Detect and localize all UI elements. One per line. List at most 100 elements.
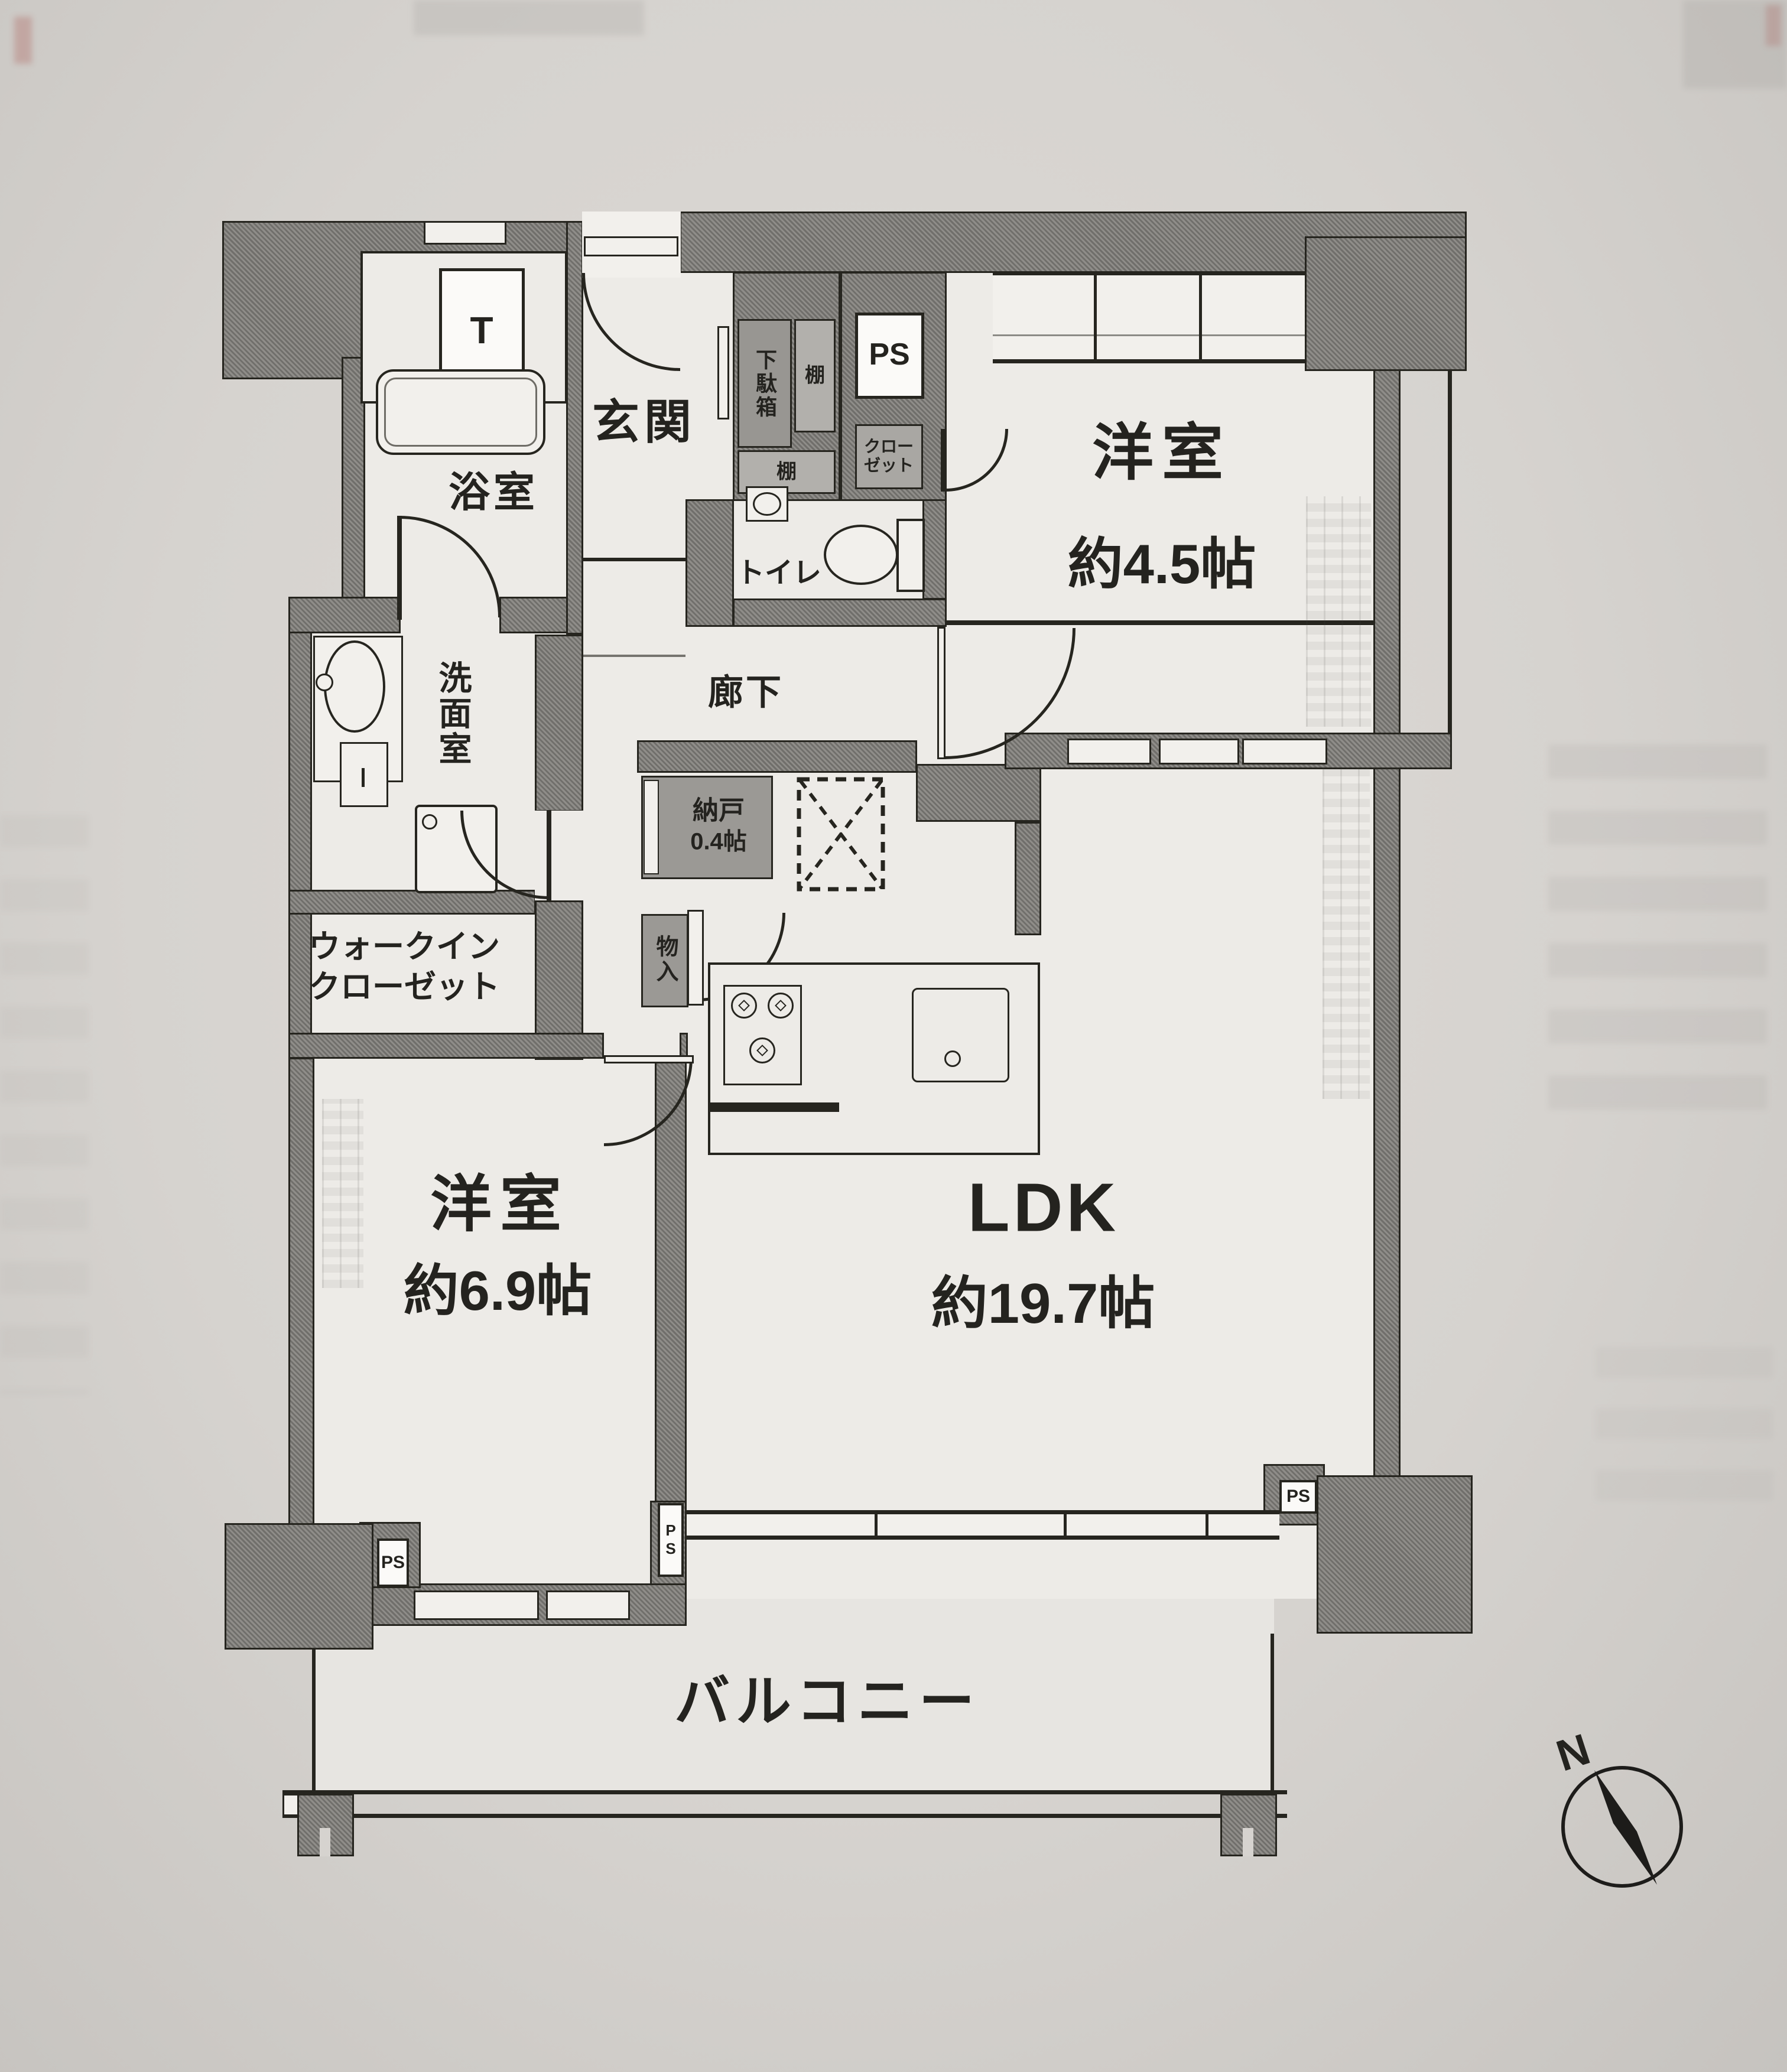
toilet-hand-sink-basin xyxy=(753,492,781,516)
compass-circle xyxy=(1561,1766,1683,1888)
hatch-bedroom1 xyxy=(1306,496,1371,727)
toilet-door-leaf xyxy=(941,429,946,492)
ps-box-left xyxy=(377,1538,409,1587)
nando-label: 納戸 0.4帖 xyxy=(690,796,747,856)
entrance-door-leaf xyxy=(584,236,678,256)
page-bleed-top xyxy=(414,0,644,35)
wic-label: ウォークイン クローゼット xyxy=(308,928,500,1007)
window-bedroom2-1 xyxy=(414,1590,539,1620)
ps-box-middle xyxy=(658,1503,684,1577)
genkan-step-line2 xyxy=(582,655,685,657)
bedroom2-door-leaf xyxy=(604,1055,694,1063)
north-needle xyxy=(1594,1770,1657,1885)
wall-partition-bed2-ldk xyxy=(655,1058,687,1586)
kitchen-counter-edge xyxy=(708,1102,839,1112)
hatch-bedroom2 xyxy=(322,1099,363,1288)
hallway-label: 廊下 xyxy=(708,672,784,713)
wall-wash-wic-divider xyxy=(288,890,536,915)
wall-top-right-block xyxy=(1305,236,1467,371)
photo-red-mark-1 xyxy=(14,17,32,64)
bedroom2-size: 約6.9帖 xyxy=(403,1259,592,1322)
meter-box-label: T xyxy=(470,309,493,352)
bathroom-door-leaf xyxy=(397,516,402,620)
bathroom-label: 浴室 xyxy=(449,469,538,515)
ldk-window-mullion-1 xyxy=(875,1510,878,1540)
balcony-side-right xyxy=(1271,1634,1274,1795)
window-sash-line xyxy=(993,334,1305,336)
wall-bath-bottom-a xyxy=(288,597,401,633)
balcony-rail-outer xyxy=(282,1790,1287,1794)
nando-name: 納戸 xyxy=(692,796,745,825)
bedroom1-size: 約4.5帖 xyxy=(1067,532,1256,595)
toilet-tank xyxy=(896,519,925,592)
stove-burner-1 xyxy=(731,993,757,1019)
page-bleed-right-text2 xyxy=(1596,1347,1773,1524)
ldk-window-mullion-3 xyxy=(1206,1510,1208,1540)
bathtub xyxy=(376,369,545,455)
monoire-door-leaf xyxy=(687,910,704,1006)
hatch-ldk xyxy=(1323,768,1370,1099)
washer-drain xyxy=(422,814,437,830)
wall-left-wash xyxy=(288,618,312,1060)
window-meter-notch xyxy=(424,221,506,245)
closet-label-line2: ゼット xyxy=(863,456,914,474)
nando-box xyxy=(641,776,773,879)
ps-right-label: PS xyxy=(1286,1486,1311,1506)
wall-kitchen-L-horizontal xyxy=(916,764,1041,822)
shelf-lower-label: 棚 xyxy=(776,460,797,483)
washroom-label: 洗面室 xyxy=(434,661,472,767)
ps-box-right xyxy=(1279,1480,1317,1514)
vanity-cabinet-tick xyxy=(362,768,365,787)
closet-box xyxy=(855,424,923,489)
nando-door-strip xyxy=(644,780,659,874)
toilet-bowl xyxy=(824,525,898,585)
vanity-basin xyxy=(324,640,385,733)
ps-box-entrance xyxy=(855,313,924,399)
balcony-label: バルコニー xyxy=(674,1670,981,1732)
wic-label-line2: クローゼット xyxy=(308,969,500,1004)
entrance-side-panel xyxy=(717,326,729,419)
closet-label-line1: クロー xyxy=(863,437,914,456)
wic-label-line1: ウォークイン xyxy=(308,929,500,965)
wall-left-bedroom2 xyxy=(288,1058,314,1592)
shelf-upper-label: 棚 xyxy=(805,364,825,387)
window-band-ldk-bottom xyxy=(687,1510,1279,1540)
column-bottom-right xyxy=(1317,1475,1473,1634)
closet-label: クロー ゼット xyxy=(864,437,914,475)
wall-wash-right-a xyxy=(535,635,583,812)
ldk-door-leaf xyxy=(937,627,946,759)
sliding-panel-1 xyxy=(1067,739,1151,765)
nando-size: 0.4帖 xyxy=(690,828,747,854)
bedroom1-name: 洋室 xyxy=(1091,419,1232,488)
genkan-step-line xyxy=(582,558,685,561)
stove-burner-2 xyxy=(768,993,794,1019)
ps-left-label: PS xyxy=(381,1552,405,1572)
stove-burner-3 xyxy=(749,1037,775,1063)
wall-kitchen-top xyxy=(637,740,917,773)
balcony-rail-inner xyxy=(282,1814,1287,1818)
shelf-upper-box xyxy=(794,319,836,432)
page-bleed-right-text xyxy=(1548,744,1767,1123)
wall-right-main xyxy=(1373,369,1401,1480)
kitchen-sink-drain xyxy=(944,1050,961,1067)
wall-wic-bottom xyxy=(288,1033,604,1059)
line-ldk-door-header xyxy=(946,620,1375,625)
balcony-side-left xyxy=(312,1650,316,1795)
balcony-cap-right-notch xyxy=(1243,1828,1253,1856)
shoe-box xyxy=(737,319,792,448)
page-bleed-left-text xyxy=(0,815,89,1394)
photo-red-mark-2 xyxy=(1766,5,1781,46)
sliding-panel-3 xyxy=(1242,739,1327,765)
balcony-cap-left-box xyxy=(282,1794,299,1816)
ps-middle-label: PS xyxy=(662,1521,680,1558)
monoire-label: 物入 xyxy=(652,935,677,984)
bedroom2-name: 洋室 xyxy=(430,1170,570,1240)
washroom-door-leaf xyxy=(547,811,551,900)
wall-wic-bottom-jamb xyxy=(680,1033,688,1059)
wall-bath-right xyxy=(566,221,583,635)
window-band-bedroom1-top xyxy=(993,271,1305,363)
ldk-window-mullion-2 xyxy=(1064,1510,1067,1540)
kitchen-sink xyxy=(912,988,1009,1082)
